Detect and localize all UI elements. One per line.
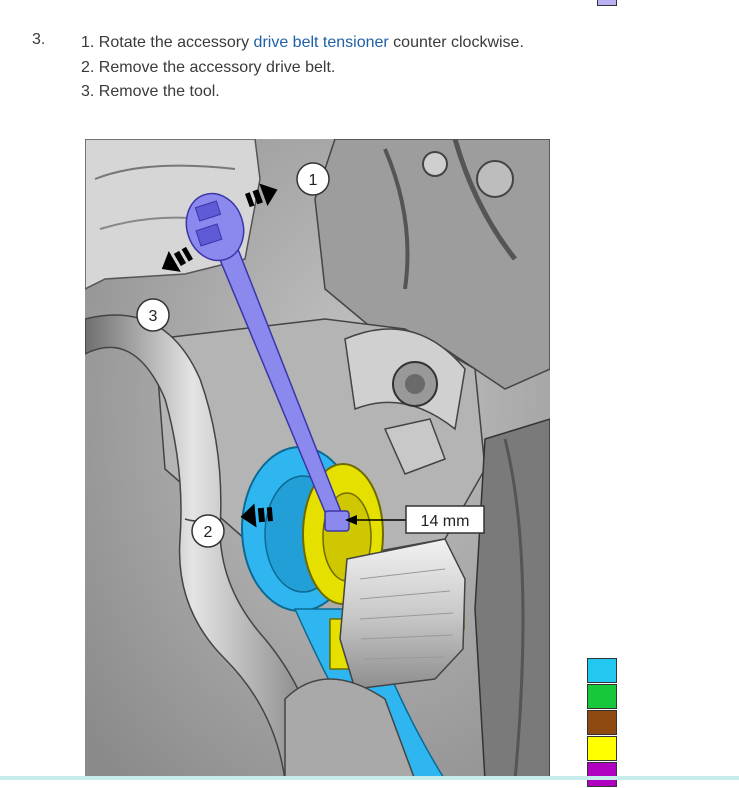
arrow-2-icon [240,503,273,528]
arrow-1-icon [245,183,278,208]
legend-swatch-yellow [587,736,617,761]
callout-2: 2 [191,514,225,548]
instruction-number: 3. [81,83,95,100]
instruction-number: 1. [81,34,95,51]
size-label-box: 14 mm [405,505,485,534]
legend-swatch-cyan [587,658,617,683]
instruction-list: 1. Rotate the accessory drive belt tensi… [81,31,524,105]
legend-swatch-green [587,684,617,709]
arrow-3-icon [161,246,193,272]
step-number: 3. [32,31,46,48]
motor-housing [339,538,466,690]
instruction-item: 2. Remove the accessory drive belt. [81,56,524,81]
tensioner-wrench-tool [185,192,350,532]
legend-swatch-brown [587,710,617,735]
color-legend [587,658,617,788]
instruction-text: Rotate the accessory [98,34,254,51]
instruction-item: 1. Rotate the accessory drive belt tensi… [81,31,524,56]
callout-1: 1 [296,162,330,196]
callout-3-label: 3 [149,308,158,325]
instruction-number: 2. [81,58,95,76]
callout-3: 3 [136,298,170,332]
color-swatch-tool [597,0,617,6]
size-label: 14 mm [421,513,470,530]
drive-belt-tensioner-link[interactable]: drive belt tensioner [253,34,389,51]
instruction-text: Remove the accessory drive belt. [98,58,336,76]
instruction-item: 3. Remove the tool. [81,80,524,105]
legend-swatch-magenta [587,762,617,787]
callout-1-label: 1 [309,172,318,189]
instruction-text: counter clockwise. [388,34,524,51]
engine-illustration: 1 3 2 14 mm [85,139,550,780]
instruction-text: Remove the tool. [98,83,220,100]
page-bottom-rule [0,776,739,780]
callout-2-label: 2 [204,524,213,541]
